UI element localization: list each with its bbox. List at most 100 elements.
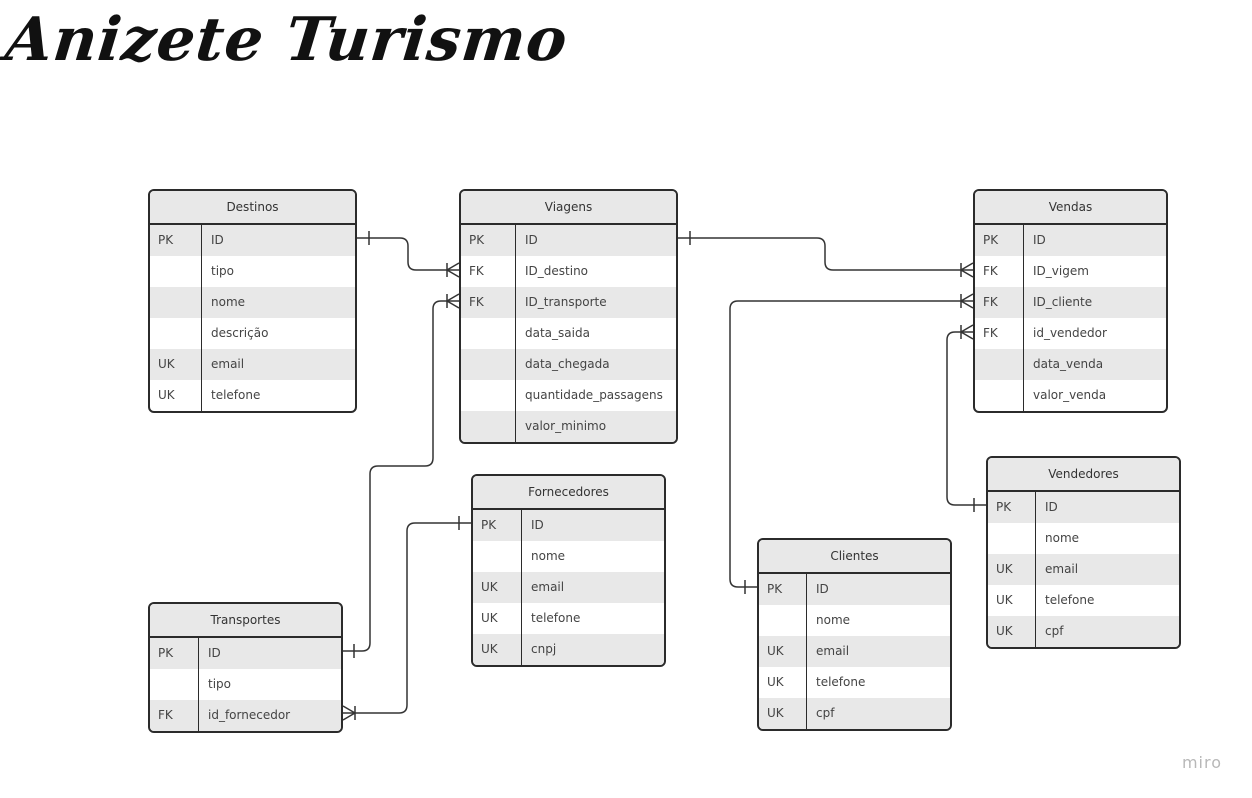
connector-destinos-viagens[interactable] <box>357 231 460 278</box>
vendas-row[interactable]: valor_venda <box>975 380 1166 411</box>
connector-viagens-vendas[interactable] <box>678 231 974 278</box>
destinos-table-title: Destinos <box>150 191 355 225</box>
field-name: telefone <box>816 675 866 689</box>
field-name: ID <box>816 582 829 596</box>
viagens-row[interactable]: valor_minimo <box>461 411 676 442</box>
key-type <box>975 380 1024 411</box>
key-type: UK <box>473 572 522 603</box>
destinos-row[interactable]: nome <box>150 287 355 318</box>
key-type <box>975 349 1024 380</box>
viagens-row[interactable]: PK ID <box>461 225 676 256</box>
field-name: email <box>816 644 850 658</box>
transportes-row[interactable]: tipo <box>150 669 341 700</box>
clientes-row[interactable]: UK email <box>759 636 950 667</box>
field-name: valor_minimo <box>525 419 607 433</box>
key-type <box>150 318 202 349</box>
vendas-row[interactable]: FK ID_vigem <box>975 256 1166 287</box>
clientes-row[interactable]: nome <box>759 605 950 636</box>
field-name: ID_transporte <box>525 295 607 309</box>
field-name: valor_venda <box>1033 388 1107 402</box>
key-type: UK <box>988 616 1036 647</box>
miro-watermark: miro <box>1181 753 1222 772</box>
field-name: tipo <box>211 264 234 278</box>
key-type: PK <box>473 510 522 541</box>
vendas-row[interactable]: FK id_vendedor <box>975 318 1166 349</box>
key-type <box>461 318 516 349</box>
connector-vendedores-vendas[interactable] <box>946 324 986 512</box>
viagens-row[interactable]: data_chegada <box>461 349 676 380</box>
key-type <box>150 669 199 700</box>
viagens-row[interactable]: data_saida <box>461 318 676 349</box>
vendedores-row[interactable]: UK cpf <box>988 616 1179 647</box>
vendas-row[interactable]: data_venda <box>975 349 1166 380</box>
field-name: telefone <box>211 388 261 402</box>
key-type: FK <box>975 318 1024 349</box>
key-type: FK <box>150 700 199 731</box>
field-name: nome <box>816 613 851 627</box>
key-type: UK <box>150 380 202 411</box>
field-name: quantidade_passagens <box>525 388 663 402</box>
field-name: nome <box>1045 531 1080 545</box>
destinos-row[interactable]: UK telefone <box>150 380 355 411</box>
field-name: telefone <box>531 611 581 625</box>
key-type <box>473 541 522 572</box>
key-type: FK <box>975 287 1024 318</box>
key-type: UK <box>150 349 202 380</box>
viagens-row[interactable]: quantidade_passagens <box>461 380 676 411</box>
field-name: ID <box>1045 500 1058 514</box>
key-type: UK <box>759 698 807 729</box>
connector-fornecedores-transportes[interactable] <box>342 516 471 721</box>
connector-transportes-viagens[interactable] <box>343 293 460 658</box>
field-name: email <box>1045 562 1079 576</box>
field-name: id_fornecedor <box>208 708 291 722</box>
key-type <box>150 256 202 287</box>
field-name: ID <box>525 233 538 247</box>
field-name: id_vendedor <box>1033 326 1107 340</box>
fornecedores-row[interactable]: nome <box>473 541 664 572</box>
transportes-row[interactable]: FK id_fornecedor <box>150 700 341 731</box>
key-type: FK <box>975 256 1024 287</box>
key-type <box>461 380 516 411</box>
field-name: ID_vigem <box>1033 264 1089 278</box>
field-name: ID <box>1033 233 1046 247</box>
vendedores-row[interactable]: nome <box>988 523 1179 554</box>
field-name: cpf <box>1045 624 1064 638</box>
key-type <box>759 605 807 636</box>
destinos-row[interactable]: tipo <box>150 256 355 287</box>
field-name: nome <box>211 295 246 309</box>
connector-clientes-vendas[interactable] <box>729 293 974 594</box>
vendedores-table-title: Vendedores <box>988 458 1179 492</box>
key-type: PK <box>461 225 516 256</box>
destinos-row[interactable]: descrição <box>150 318 355 349</box>
key-type: UK <box>759 636 807 667</box>
field-name: tipo <box>208 677 231 691</box>
field-name: ID_destino <box>525 264 589 278</box>
field-name: cnpj <box>531 642 557 656</box>
viagens-table-title: Viagens <box>461 191 676 225</box>
